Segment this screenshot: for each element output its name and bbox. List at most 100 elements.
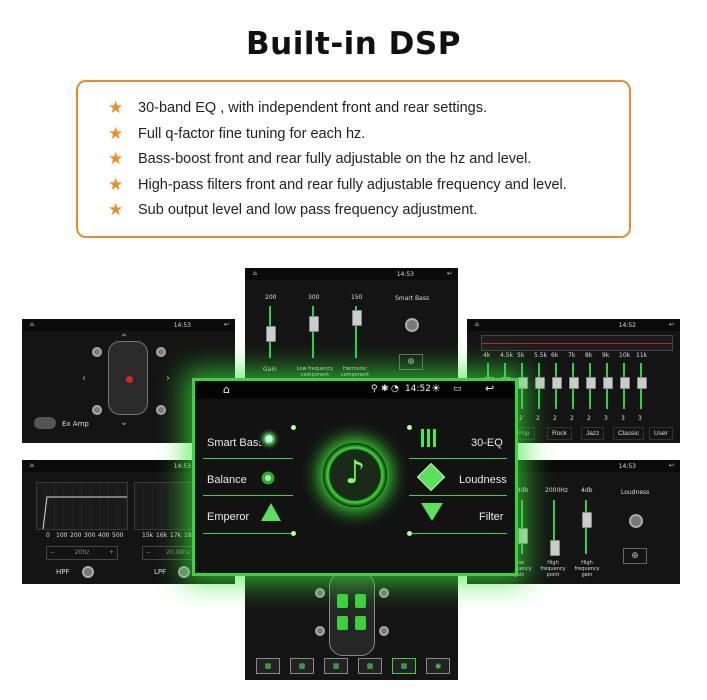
ex-amp-toggle[interactable] [34, 417, 56, 429]
clock: 14:52 [405, 384, 431, 394]
slider-knob[interactable] [582, 512, 592, 528]
position-tab-rear[interactable]: ▦ [324, 658, 348, 674]
slider-track[interactable] [355, 306, 357, 358]
eq-slider-knob[interactable] [637, 377, 647, 389]
menu-smart-bass[interactable]: Smart Bass [207, 437, 264, 449]
slider-track[interactable] [312, 306, 314, 358]
home-icon[interactable]: ⌂ [475, 321, 479, 328]
dsp-main-screen: ⌂ ⚲ ✱ ◔ 14:52 ☀ ▭ ↩ ♪ Smart Bass Balance… [192, 378, 518, 576]
eq-slider-knob[interactable] [620, 377, 630, 389]
star-icon: ★ [108, 124, 124, 144]
hpf-toggle[interactable] [82, 566, 94, 578]
eq-icon[interactable] [421, 429, 439, 447]
position-tab-right[interactable]: ▦ [392, 658, 416, 674]
menu-loudness[interactable]: Loudness [459, 474, 507, 486]
back-icon[interactable]: ↩ [223, 321, 229, 328]
slider-value: 200 [265, 294, 277, 301]
hpf-graph [36, 482, 128, 530]
eq-frequency-label: 9k [602, 352, 610, 359]
home-icon[interactable]: ⌂ [30, 321, 34, 328]
eq-slider-knob[interactable] [518, 377, 528, 389]
balance-point[interactable] [126, 376, 133, 383]
brightness-icon[interactable]: ☀ [431, 382, 441, 395]
slider-label: Harmonic component [340, 366, 370, 378]
smart-bass-icon[interactable] [259, 429, 279, 449]
preset-classic[interactable]: Classic [613, 427, 644, 440]
slider-knob[interactable] [266, 326, 276, 342]
arrow-down-icon[interactable]: ⌄ [120, 417, 129, 428]
preset-user[interactable]: User [649, 427, 673, 440]
position-tab-all[interactable]: ▦ [256, 658, 280, 674]
crosshair-icon[interactable]: ⊕ [399, 354, 423, 370]
home-icon[interactable]: ⌂ [253, 270, 257, 277]
hpf-stepper[interactable]: −20hz+ [46, 546, 118, 560]
preset-rock[interactable]: Rock [547, 427, 572, 440]
slider-label: High frequency point [540, 560, 566, 578]
eq-frequency-label: 6k [551, 352, 559, 359]
crosshair-icon[interactable]: ⊕ [623, 548, 647, 564]
loudness-knob[interactable] [629, 514, 643, 528]
eq-slider-knob[interactable] [586, 377, 596, 389]
divider [203, 533, 293, 534]
minus-icon[interactable]: − [146, 549, 152, 556]
seat-icon[interactable] [355, 594, 366, 608]
tick-label: 300 [84, 532, 96, 539]
slider-knob[interactable] [309, 316, 319, 332]
feature-item: ★Sub output level and low pass frequency… [108, 200, 478, 220]
slider-label: Gain [263, 366, 277, 373]
home-icon[interactable]: ⌂ [30, 462, 34, 469]
back-icon[interactable]: ↩ [446, 270, 452, 277]
divider [409, 458, 507, 459]
indicator-dot [291, 425, 296, 430]
balance-icon[interactable] [257, 467, 279, 489]
lpf-toggle[interactable] [178, 566, 190, 578]
position-tab-left[interactable]: ▦ [358, 658, 382, 674]
feature-item: ★Bass-boost front and rear fully adjusta… [108, 149, 532, 169]
speaker-icon [92, 347, 102, 357]
filter-icon[interactable] [421, 503, 443, 521]
car-top-view [329, 572, 375, 656]
position-tab-custom[interactable]: ◉ [426, 658, 450, 674]
slider-label: High frequency gain [574, 560, 600, 578]
eq-band-value: 2 [536, 415, 540, 422]
tick-label: 200 [70, 532, 82, 539]
speaker-icon [156, 405, 166, 415]
loudness-icon[interactable] [416, 462, 446, 492]
recent-apps-icon[interactable]: ▭ [453, 384, 462, 394]
slider-knob[interactable] [352, 310, 362, 326]
location-icon: ⚲ [371, 384, 378, 394]
bluetooth-icon: ✱ [381, 384, 389, 394]
eq-slider-knob[interactable] [569, 377, 579, 389]
menu-emperor[interactable]: Emperor [207, 511, 250, 523]
eq-slider-knob[interactable] [603, 377, 613, 389]
status-bar: ⌂14:52↩ [467, 319, 680, 331]
plus-icon[interactable]: + [108, 549, 114, 556]
menu-balance[interactable]: Balance [207, 474, 247, 486]
preset-jazz[interactable]: Jazz [581, 427, 605, 440]
speaker-icon [315, 626, 325, 636]
slider-track[interactable] [553, 500, 555, 554]
back-icon[interactable]: ↩ [485, 382, 495, 395]
arrow-left-icon[interactable]: ‹ [82, 373, 86, 384]
minus-icon[interactable]: − [50, 549, 56, 556]
eq-slider-knob[interactable] [552, 377, 562, 389]
seat-icon[interactable] [337, 616, 348, 630]
arrow-right-icon[interactable]: › [166, 373, 170, 384]
bass-knob[interactable] [405, 318, 419, 332]
emperor-icon[interactable] [261, 503, 281, 521]
tick-label: 18k [184, 532, 196, 539]
slider-track[interactable] [521, 500, 523, 554]
menu-30-eq[interactable]: 30-EQ [471, 437, 503, 449]
eq-frequency-label: 8k [585, 352, 593, 359]
slider-knob[interactable] [518, 528, 528, 544]
back-icon[interactable]: ↩ [668, 462, 674, 469]
menu-filter[interactable]: Filter [479, 511, 504, 523]
seat-icon[interactable] [337, 594, 348, 608]
seat-icon[interactable] [355, 616, 366, 630]
home-icon[interactable]: ⌂ [223, 383, 230, 396]
back-icon[interactable]: ↩ [668, 321, 674, 328]
eq-slider-knob[interactable] [535, 377, 545, 389]
arrow-up-icon[interactable]: ⌃ [120, 333, 129, 344]
slider-knob[interactable] [550, 540, 560, 556]
position-tab-front[interactable]: ▦ [290, 658, 314, 674]
